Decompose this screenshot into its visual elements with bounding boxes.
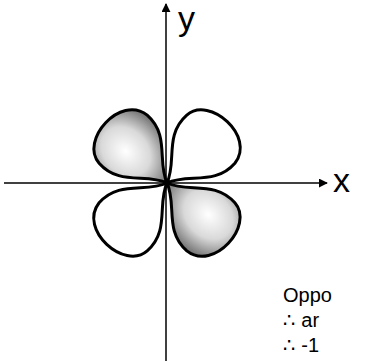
axis-label: y xyxy=(178,0,195,37)
note-text: Oppo xyxy=(283,284,332,306)
note-text: ∴ ar xyxy=(283,309,319,331)
axis-label: x xyxy=(333,162,350,199)
shaded-lobe xyxy=(143,159,252,268)
note-text: ∴ -1 xyxy=(283,334,319,356)
